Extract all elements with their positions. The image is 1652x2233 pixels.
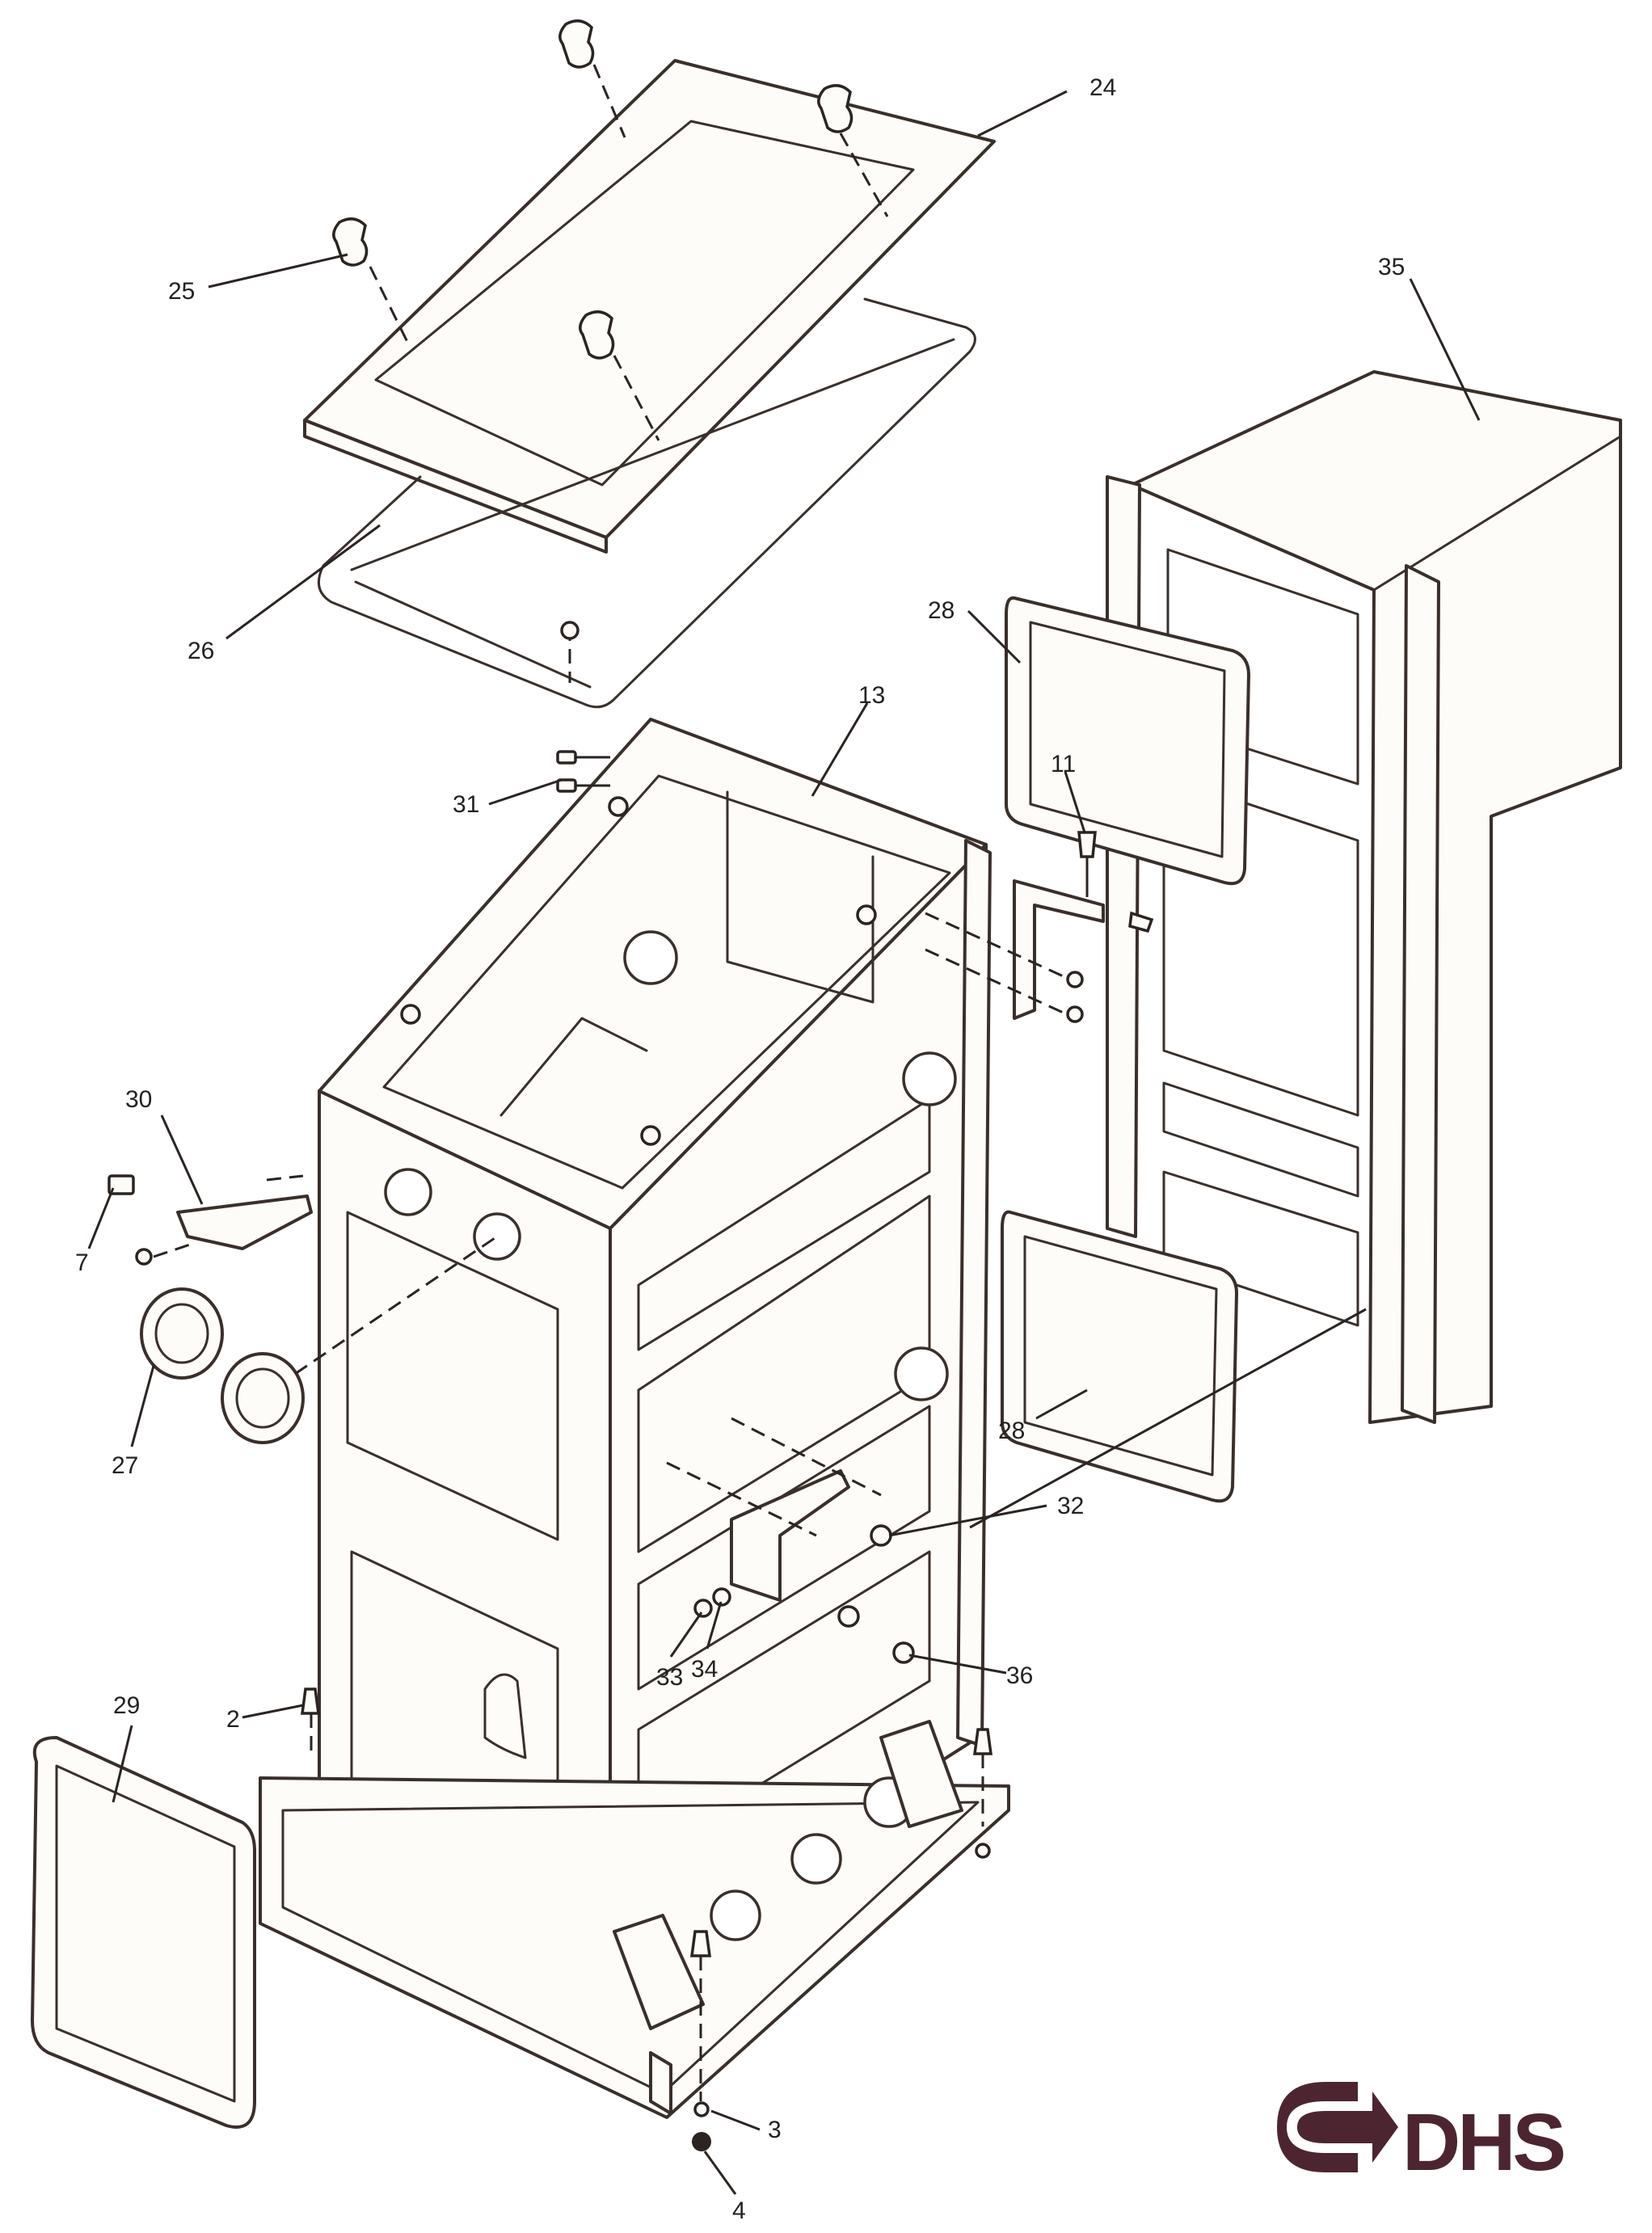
- screws-31: [556, 750, 610, 793]
- callout-7: 7: [75, 1249, 89, 1276]
- callout-4: 4: [732, 2197, 746, 2224]
- callout-24: 24: [1089, 74, 1116, 101]
- callout-29: 29: [113, 1692, 140, 1719]
- callout-33: 33: [656, 1664, 683, 1691]
- lid-fasteners: [332, 19, 889, 683]
- lid-gasket: [317, 297, 976, 709]
- logo-arrow-icon: [1277, 2082, 1398, 2172]
- callout-27: 27: [112, 1452, 138, 1479]
- callout-13: 13: [858, 682, 885, 709]
- callout-32: 32: [1057, 1493, 1084, 1519]
- callout-11: 11: [1051, 751, 1076, 777]
- front-gasket: [31, 1736, 256, 2129]
- callout-28-upper: 28: [928, 597, 955, 624]
- logo-text: DHS: [1402, 2097, 1563, 2188]
- center-bracket: [666, 1417, 915, 1664]
- callout-2: 2: [226, 1706, 240, 1733]
- callout-30: 30: [125, 1086, 152, 1113]
- callout-labels: 24 25 26 35 28 13 11 31 30 7 27 28 32 33…: [75, 74, 1405, 2224]
- callout-36: 36: [1006, 1662, 1033, 1689]
- grommets-27: [140, 1235, 498, 1444]
- base-fasteners: [301, 1687, 992, 2151]
- hinge-bracket: [925, 831, 1154, 1023]
- dhs-logo: DHS: [1277, 2082, 1566, 2188]
- callout-3: 3: [768, 2117, 782, 2143]
- upper-side-gasket: [1005, 596, 1250, 886]
- top-lid-panel: [303, 59, 996, 554]
- bracket-30: [107, 1174, 313, 1266]
- callout-26: 26: [188, 638, 214, 664]
- callout-35: 35: [1378, 254, 1405, 280]
- leader-lines: [87, 90, 1481, 2195]
- lower-side-gasket: [1001, 1210, 1238, 1503]
- callout-31: 31: [453, 791, 479, 818]
- callout-34: 34: [691, 1656, 718, 1683]
- main-cabinet-frame: [259, 718, 1010, 2119]
- callout-25: 25: [168, 278, 195, 305]
- callout-28-lower: 28: [998, 1418, 1025, 1444]
